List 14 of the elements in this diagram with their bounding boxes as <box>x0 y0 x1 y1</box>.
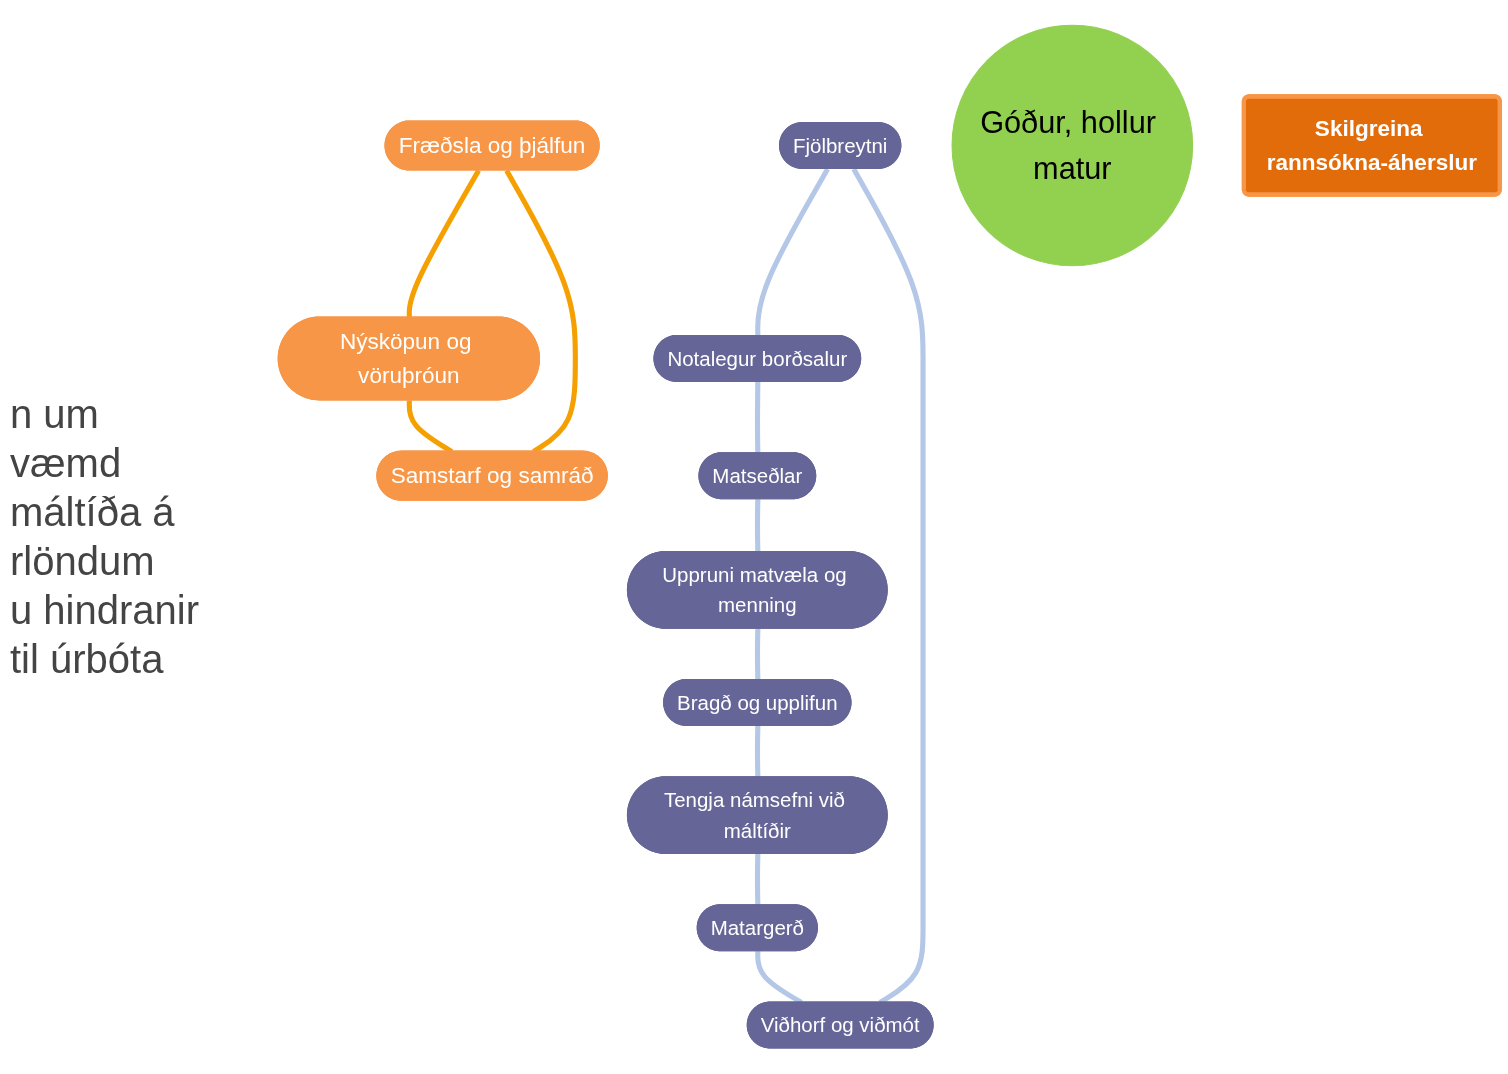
slide-text: væmd <box>10 441 123 486</box>
connector <box>754 854 761 906</box>
slide-text: rlöndum <box>10 539 156 584</box>
node-circle: Góður, hollur matur <box>951 25 1194 267</box>
connector <box>754 499 761 553</box>
connector <box>754 629 761 681</box>
slide-text: til úrbóta <box>10 637 165 682</box>
connector <box>754 382 761 454</box>
connector <box>754 726 761 778</box>
connector <box>755 168 830 337</box>
slide-text: u hindranir <box>10 588 200 633</box>
slide-text: máltíða á <box>10 490 176 535</box>
connector <box>406 169 481 318</box>
slide-text: n um <box>10 392 100 437</box>
